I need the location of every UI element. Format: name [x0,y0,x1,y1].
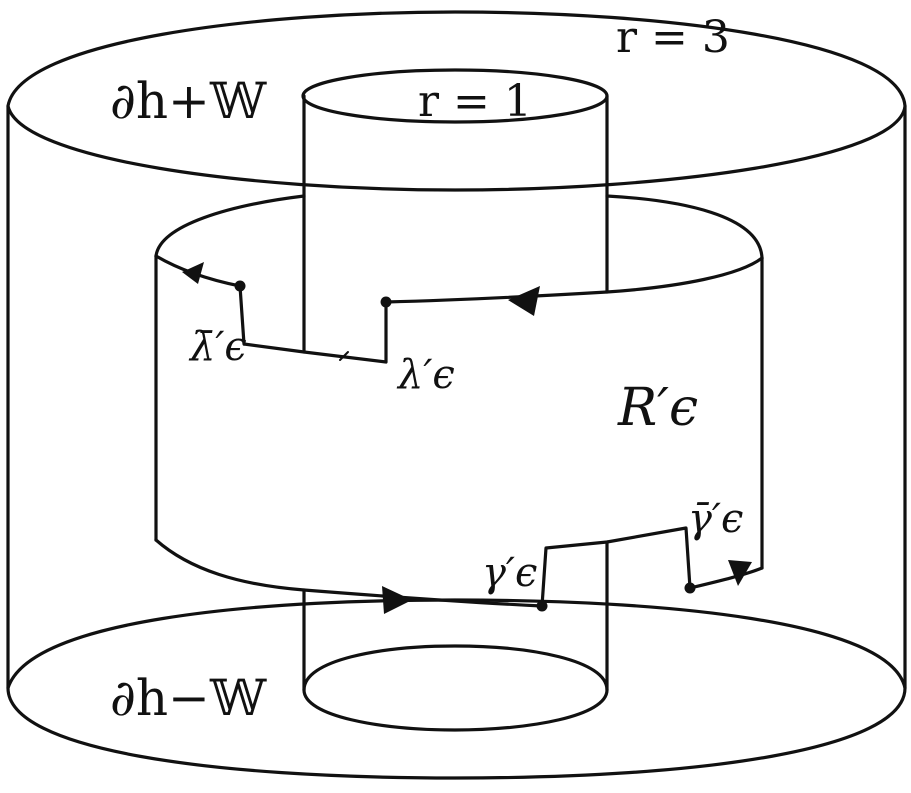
lambda-bar-step [238,284,388,364]
top-boundary-label: ∂h+𝕎 [110,72,267,130]
bottom-middle-arrow-icon [382,586,412,614]
band-region [154,194,764,608]
lambda-endpoint [380,296,392,308]
region-label: R′ϵ [617,378,698,438]
band-top-right-front [384,256,764,304]
bottom-right-arrow-icon [728,560,752,586]
lambda-bar-endpoint [234,280,246,292]
gamma-label: γ′ϵ [482,550,537,596]
gamma-step [540,526,692,608]
gamma-bar-label: γ̄′ϵ [688,496,743,542]
band-bottom-right-front [688,566,764,590]
gamma-bar-endpoint [684,582,696,594]
top-boundary-text: ∂h+𝕎 [110,72,267,130]
markers [182,262,752,614]
outer-radius-label: r = 3 [616,12,730,63]
inner-radius-label: r = 1 [418,76,532,127]
tick-mark [339,351,349,361]
lambda-label: λ′ϵ [396,352,455,398]
top-right-arrow-icon [508,286,540,316]
band-back-right-top-edge [605,194,764,260]
labels: r = 3 r = 1 ∂h+𝕎 ∂h−𝕎 R′ϵ λ′ϵ λ̄′ϵ γ′ϵ γ… [110,12,743,727]
top-left-arrow-icon [182,262,204,284]
band-bottom-left-front [154,538,544,608]
band-back-top-edge [154,194,306,258]
inner-cylinder-lower [302,540,609,732]
inner-bottom-ellipse [302,644,609,732]
lambda-bar-label: λ̄′ϵ [188,324,247,370]
bottom-boundary-text: ∂h−𝕎 [110,669,267,727]
gamma-endpoint [536,600,548,612]
inner-cylinder [301,68,609,354]
bottom-boundary-label: ∂h−𝕎 [110,669,267,727]
